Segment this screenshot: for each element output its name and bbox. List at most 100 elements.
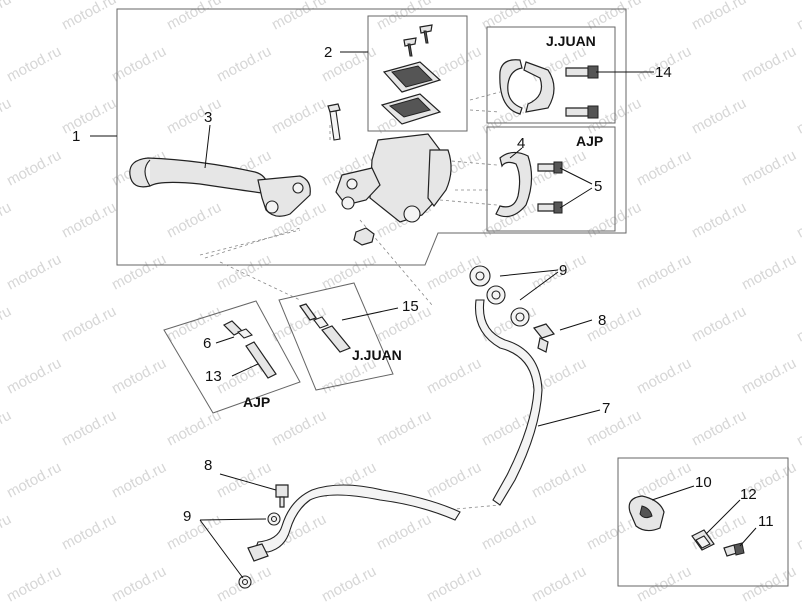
master-cylinder-body (327, 103, 452, 246)
watermark-text: motod.ru (319, 563, 379, 602)
watermark-text: motod.ru (634, 563, 694, 602)
watermark-text: motod.ru (689, 95, 749, 138)
ajp-pin-box (163, 300, 301, 414)
watermark-text: motod.ru (584, 407, 644, 450)
watermark-text: motod.ru (479, 511, 539, 554)
watermark-text: motod.ru (0, 511, 14, 554)
watermark-text: motod.ru (164, 303, 224, 346)
watermark-text: motod.ru (4, 43, 64, 86)
pivot-pins (222, 303, 351, 379)
watermark-text: motod.ru (109, 563, 169, 602)
callout-10: 10 (695, 474, 712, 491)
watermark-text: motod.ru (164, 511, 224, 554)
watermark-text: motod.ru (109, 355, 169, 398)
ajp-clamp-parts (495, 151, 563, 218)
watermark-text: motod.ru (794, 0, 802, 34)
watermark-text: motod.ru (269, 0, 329, 34)
watermark-text: motod.ru (59, 407, 119, 450)
leader-lines (90, 51, 757, 579)
watermark-text: motod.ru (424, 563, 484, 602)
watermark-text: motod.ru (374, 407, 434, 450)
watermark-text: motod.ru (59, 0, 119, 34)
watermark-text: motod.ru (424, 459, 484, 502)
watermark-text: motod.ru (424, 355, 484, 398)
watermark-text: motod.ru (634, 355, 694, 398)
clip-parts-box (617, 457, 789, 587)
callout-8-upper: 8 (598, 312, 606, 329)
watermark-text: motod.ru (59, 511, 119, 554)
callout-4: 4 (517, 135, 525, 152)
callout-13: 13 (205, 368, 222, 385)
watermark-text: motod.ru (59, 199, 119, 242)
watermark-text: motod.ru (479, 0, 539, 34)
callout-2: 2 (324, 44, 332, 61)
jjuan-clamp-parts (499, 59, 599, 119)
watermark-text: motod.ru (529, 43, 589, 86)
watermark-text: motod.ru (374, 511, 434, 554)
callout-numbers: 1 2 3 4 5 6 7 8 8 9 9 10 11 12 13 14 15 (72, 44, 774, 530)
watermark-text: motod.ru (584, 0, 644, 34)
watermark-text: motod.ru (4, 563, 64, 602)
watermark-text: motod.ru (164, 407, 224, 450)
dashed-guide-lines (199, 159, 498, 306)
brake-lever (129, 157, 311, 217)
watermark-text: motod.ru (794, 199, 802, 242)
jjuan-clamp-box (486, 26, 616, 124)
watermark-text: motod.ru (794, 95, 802, 138)
watermark-text: motod.ru (739, 43, 799, 86)
watermark-text: motod.ru (689, 0, 749, 34)
label-ajp-lower: AJP (243, 394, 270, 410)
watermark-text: motod.ru (794, 303, 802, 346)
watermark-text: motod.ru (634, 147, 694, 190)
watermark-text: motod.ru (584, 199, 644, 242)
callout-14: 14 (655, 64, 672, 81)
reservoir-cover-set (380, 24, 442, 125)
watermark-text: motod.ru (109, 43, 169, 86)
clip-parts (628, 495, 745, 557)
watermark-text: motod.ru (739, 251, 799, 294)
label-ajp-right: AJP (576, 133, 603, 149)
watermark-text: motod.ru (4, 355, 64, 398)
watermark-text: motod.ru (634, 251, 694, 294)
watermark-text: motod.ru (4, 459, 64, 502)
callout-1: 1 (72, 128, 80, 145)
ajp-clamp-box (486, 126, 616, 232)
watermark-text: motod.ru (739, 355, 799, 398)
watermark-text: motod.ru (584, 303, 644, 346)
label-jjuan-top: J.JUAN (546, 33, 596, 49)
callout-5: 5 (594, 178, 602, 195)
watermark-text: motod.ru (739, 563, 799, 602)
callout-15: 15 (402, 298, 419, 315)
watermark-text: motod.ru (0, 0, 14, 34)
watermark-text: motod.ru (794, 511, 802, 554)
clutch-hose-assembly (238, 265, 556, 589)
watermark-text: motod.ru (479, 199, 539, 242)
watermark-text: motod.ru (0, 95, 14, 138)
watermark-text: motod.ru (529, 563, 589, 602)
watermark-text: motod.ru (214, 459, 274, 502)
watermark-text: motod.ru (4, 251, 64, 294)
label-jjuan-lower: J.JUAN (352, 347, 402, 363)
watermark-text: motod.ru (269, 95, 329, 138)
watermark-text: motod.ru (689, 199, 749, 242)
jjuan-pin-box (278, 282, 394, 391)
watermark-text: motod.ru (59, 303, 119, 346)
box-labels: J.JUAN AJP AJP J.JUAN (243, 33, 603, 410)
watermark-text: motod.ru (0, 199, 14, 242)
callout-11: 11 (758, 513, 774, 530)
watermark-text: motod.ru (164, 199, 224, 242)
dashed-guide-lines-2 (329, 91, 501, 140)
watermark-text: motod.ru (319, 251, 379, 294)
watermark-text: motod.ru (109, 459, 169, 502)
watermark-text: motod.ru (794, 407, 802, 450)
watermark-text: motod.ru (0, 303, 14, 346)
callout-3: 3 (204, 109, 212, 126)
main-assembly-frame (116, 8, 627, 266)
watermark-text: motod.ru (59, 95, 119, 138)
callout-12: 12 (740, 486, 757, 503)
watermark-text: motod.ru (164, 0, 224, 34)
watermark-text: motod.ru (634, 459, 694, 502)
watermark-text: motod.ru (4, 147, 64, 190)
